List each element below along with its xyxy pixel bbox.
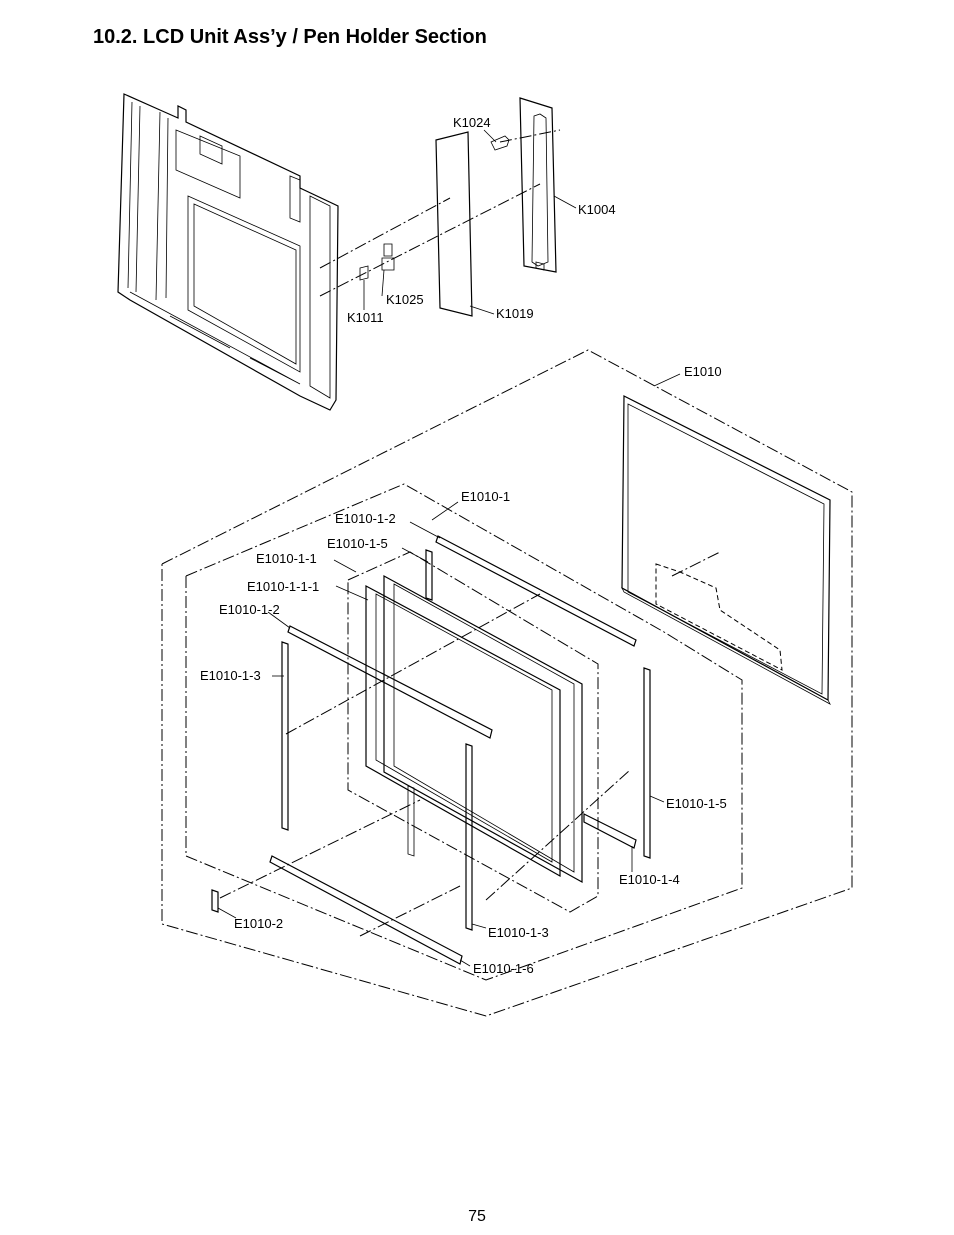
e1010-1-2-strip-left — [287, 625, 493, 739]
k1024-part — [490, 135, 510, 151]
lcd-rear-cover-housing — [117, 93, 339, 411]
e1010-1-1-panel — [383, 574, 583, 884]
e1010-group-boundary — [161, 349, 853, 1017]
callout-k1004: K1004 — [578, 202, 616, 217]
e1010-1-5-strip-right — [643, 667, 651, 859]
page-number: 75 — [468, 1208, 486, 1225]
callout-e1010-1-2-top: E1010-1-2 — [335, 511, 396, 526]
callout-e1010-1-1: E1010-1-1 — [256, 551, 317, 566]
k1019-sheet — [435, 131, 473, 317]
k1011-bracket — [359, 265, 369, 281]
e1010-1-4-strip — [583, 813, 637, 849]
callout-e1010: E1010 — [684, 364, 722, 379]
e1010-lcd-panel — [621, 395, 831, 705]
callout-k1024: K1024 — [453, 115, 491, 130]
e1010-1-6-strip — [269, 855, 463, 965]
callout-e1010-1-5-right: E1010-1-5 — [666, 796, 727, 811]
leader-lines — [217, 129, 681, 967]
e1010-1-1-1-frame — [365, 584, 561, 878]
section-title: 10.2. LCD Unit Ass’y / Pen Holder Sectio… — [93, 26, 487, 48]
e1010-2-connector — [211, 889, 219, 913]
callout-k1025: K1025 — [386, 292, 424, 307]
e1010-1-3-strip-bottom — [465, 743, 473, 931]
k1004-pen-holder — [519, 97, 557, 273]
callout-e1010-1-5-top: E1010-1-5 — [327, 536, 388, 551]
e1010-1-group-boundary — [185, 483, 743, 981]
callout-e1010-1-6: E1010-1-6 — [473, 961, 534, 976]
callout-e1010-1-1-1: E1010-1-1-1 — [247, 579, 319, 594]
callout-e1010-1-4: E1010-1-4 — [619, 872, 680, 887]
e1010-1-5-strip-top — [425, 549, 433, 601]
callout-e1010-2: E1010-2 — [234, 916, 283, 931]
callout-e1010-1-3-bottom: E1010-1-3 — [488, 925, 549, 940]
callout-k1011: K1011 — [347, 310, 384, 325]
callout-e1010-1-2-left: E1010-1-2 — [219, 602, 280, 617]
e1010-1-3-strip-left — [281, 641, 289, 831]
callout-e1010-1-3-left: E1010-1-3 — [200, 668, 261, 683]
k1025-brackets — [381, 243, 395, 271]
callout-k1019: K1019 — [496, 306, 534, 321]
callout-e1010-1: E1010-1 — [461, 489, 510, 504]
callout-labels: K1024 K1004 K1025 K1011 K1019 E1010 E101… — [200, 115, 727, 976]
e1010-1-2-strip-top — [435, 535, 637, 647]
